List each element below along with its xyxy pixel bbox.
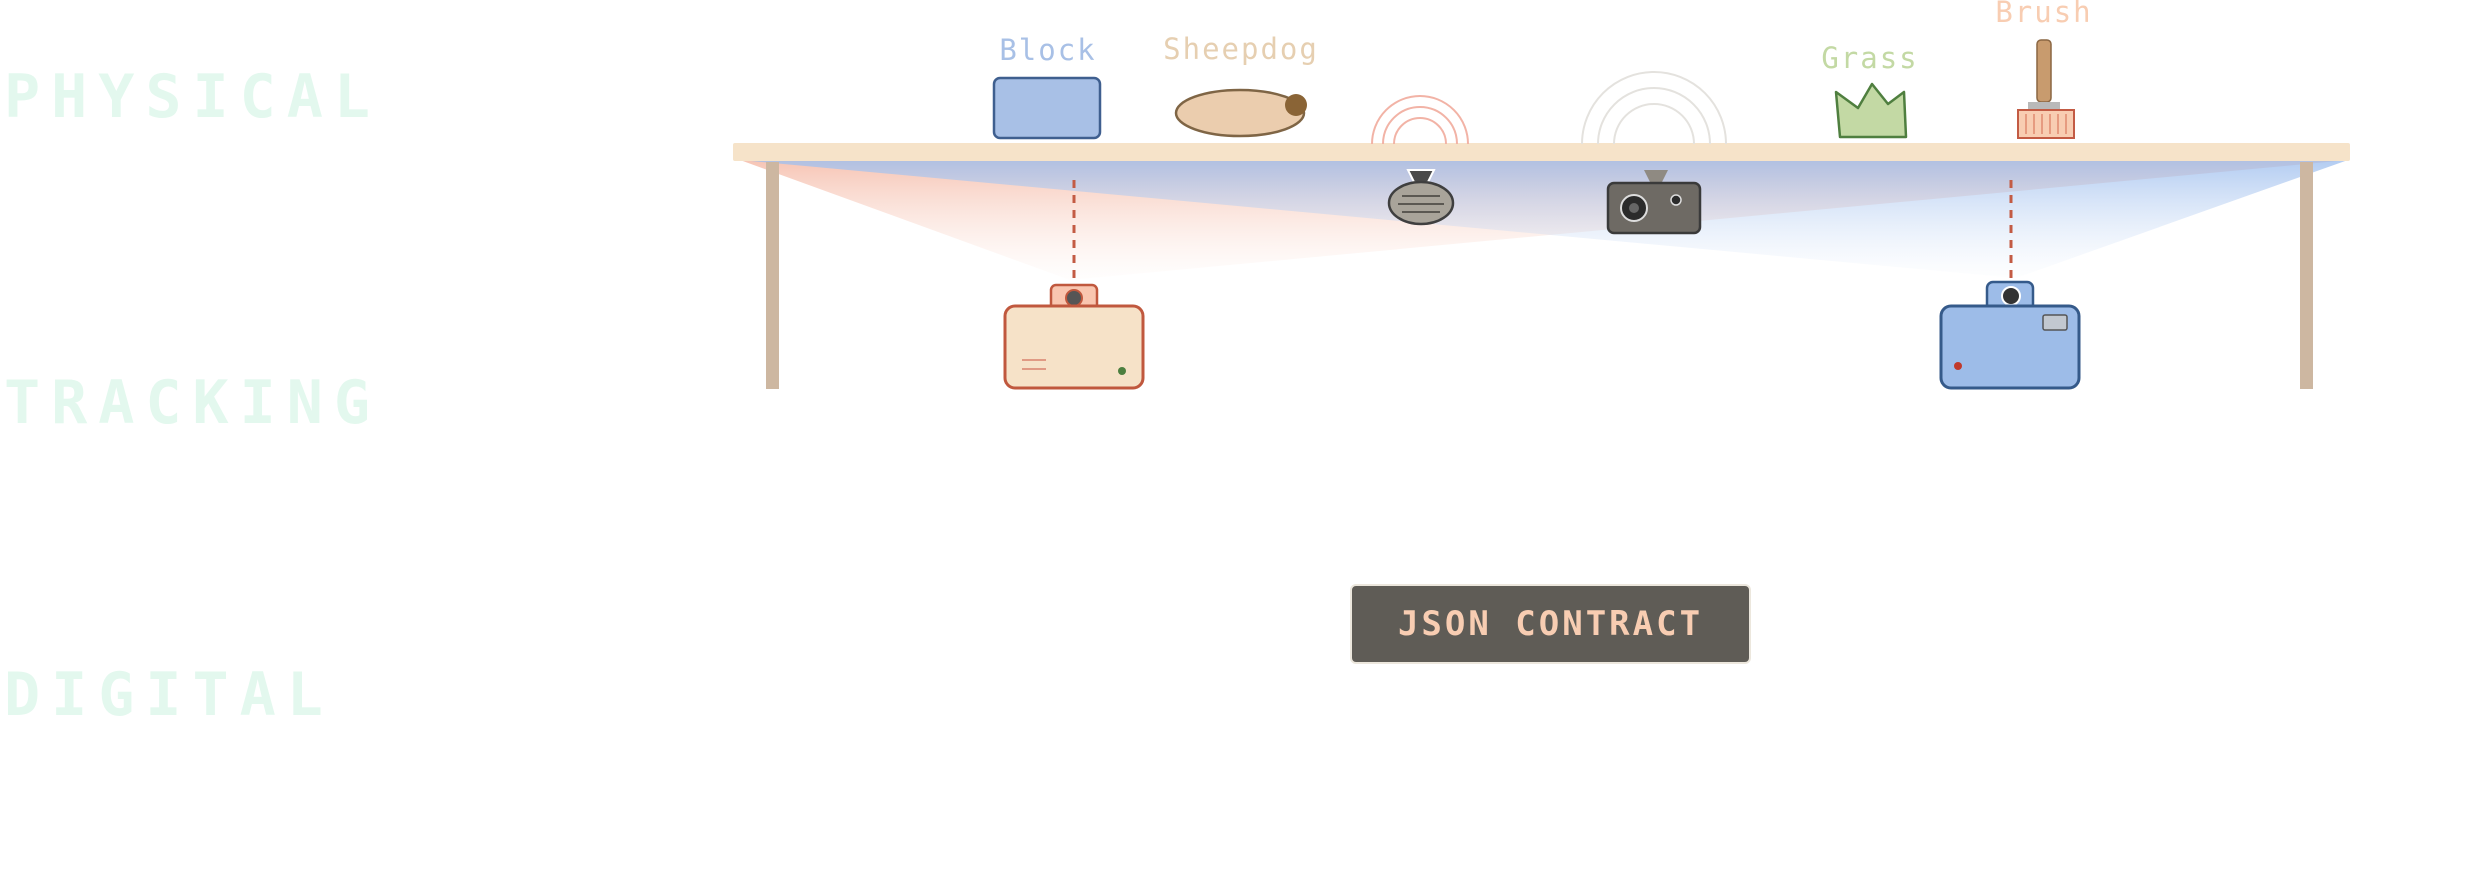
- layer-label-physical: PHYSICAL: [4, 62, 381, 132]
- wave-icon: [1371, 95, 1469, 145]
- projection-beam-right: [740, 160, 2348, 278]
- table-top: [733, 143, 2350, 161]
- table-leg-right: [2300, 162, 2313, 389]
- object-label-block: Block: [999, 33, 1096, 67]
- table-leg-left: [766, 162, 779, 389]
- grass-object: [1834, 82, 1908, 139]
- block-object: [992, 76, 1102, 140]
- wave-icon: [1581, 71, 1727, 145]
- sheepdog-head: [1285, 94, 1307, 116]
- object-label-sheepdog: Sheepdog: [1163, 32, 1319, 66]
- sheepdog-object: [1174, 88, 1306, 138]
- brush-bristles: [2017, 109, 2075, 139]
- object-label-grass: Grass: [1821, 41, 1918, 75]
- object-label-brush: Brush: [1995, 0, 2092, 29]
- projector-icon: [1003, 283, 1145, 390]
- brush-handle: [2036, 39, 2052, 103]
- json-contract-box: JSON CONTRACT: [1350, 584, 1751, 664]
- layer-label-digital: DIGITAL: [4, 660, 334, 730]
- brush-ferrule: [2028, 102, 2060, 110]
- sensor-device: [1387, 169, 1455, 226]
- projector-icon: [1939, 280, 2081, 390]
- camera-icon: [1606, 170, 1702, 235]
- brush-bristle-lines: [2025, 114, 2067, 134]
- json-contract-label: JSON CONTRACT: [1397, 604, 1704, 644]
- layer-label-tracking: TRACKING: [4, 368, 381, 438]
